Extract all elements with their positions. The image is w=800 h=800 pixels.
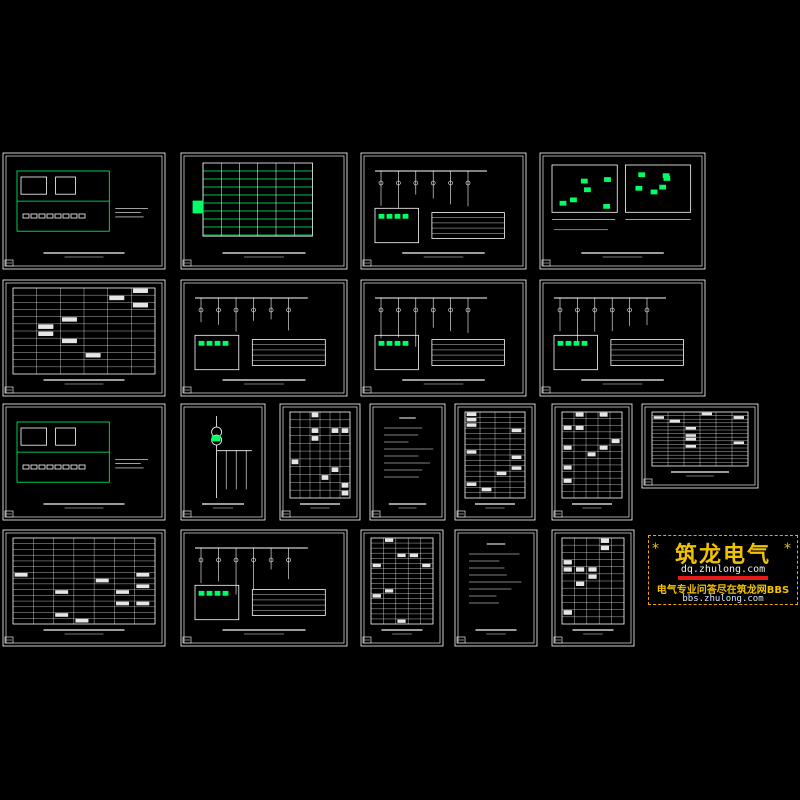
drawing-sheet-19 — [454, 529, 538, 647]
logo-red-bar — [678, 576, 768, 580]
logo-star-left: * — [652, 541, 659, 557]
zhulong-watermark-logo: * * 筑龙电气 dq.zhulong.com 电气专业问答尽在筑龙网BBS b… — [648, 535, 800, 607]
logo-star-right: * — [784, 541, 791, 557]
drawing-sheet-2 — [180, 152, 348, 270]
logo-url-primary: dq.zhulong.com — [680, 564, 766, 575]
logo-url-secondary: bbs.zhulong.com — [682, 594, 764, 604]
logo-slogan: 电气专业问答尽在筑龙网BBS — [656, 585, 790, 596]
drawing-sheet-18 — [360, 529, 444, 647]
drawing-sheet-3 — [360, 152, 527, 270]
drawing-sheet-20 — [551, 529, 635, 647]
drawing-sheet-5 — [2, 279, 166, 397]
drawing-sheet-16 — [2, 529, 166, 647]
logo-frame — [648, 535, 798, 605]
drawing-sheet-9 — [2, 403, 166, 521]
drawing-sheet-6 — [180, 279, 348, 397]
drawing-sheet-8 — [539, 279, 706, 397]
drawing-sheet-13 — [454, 403, 536, 521]
drawing-sheet-7 — [360, 279, 527, 397]
drawing-sheet-17 — [180, 529, 348, 647]
drawing-sheet-15 — [641, 403, 759, 489]
drawing-sheet-12 — [369, 403, 446, 521]
drawing-sheet-4 — [539, 152, 706, 270]
drawing-sheet-1 — [2, 152, 166, 270]
drawing-sheet-11 — [279, 403, 361, 521]
logo-title: 筑龙电气 — [674, 542, 771, 568]
drawing-sheet-10 — [180, 403, 266, 521]
drawing-sheet-14 — [551, 403, 633, 521]
